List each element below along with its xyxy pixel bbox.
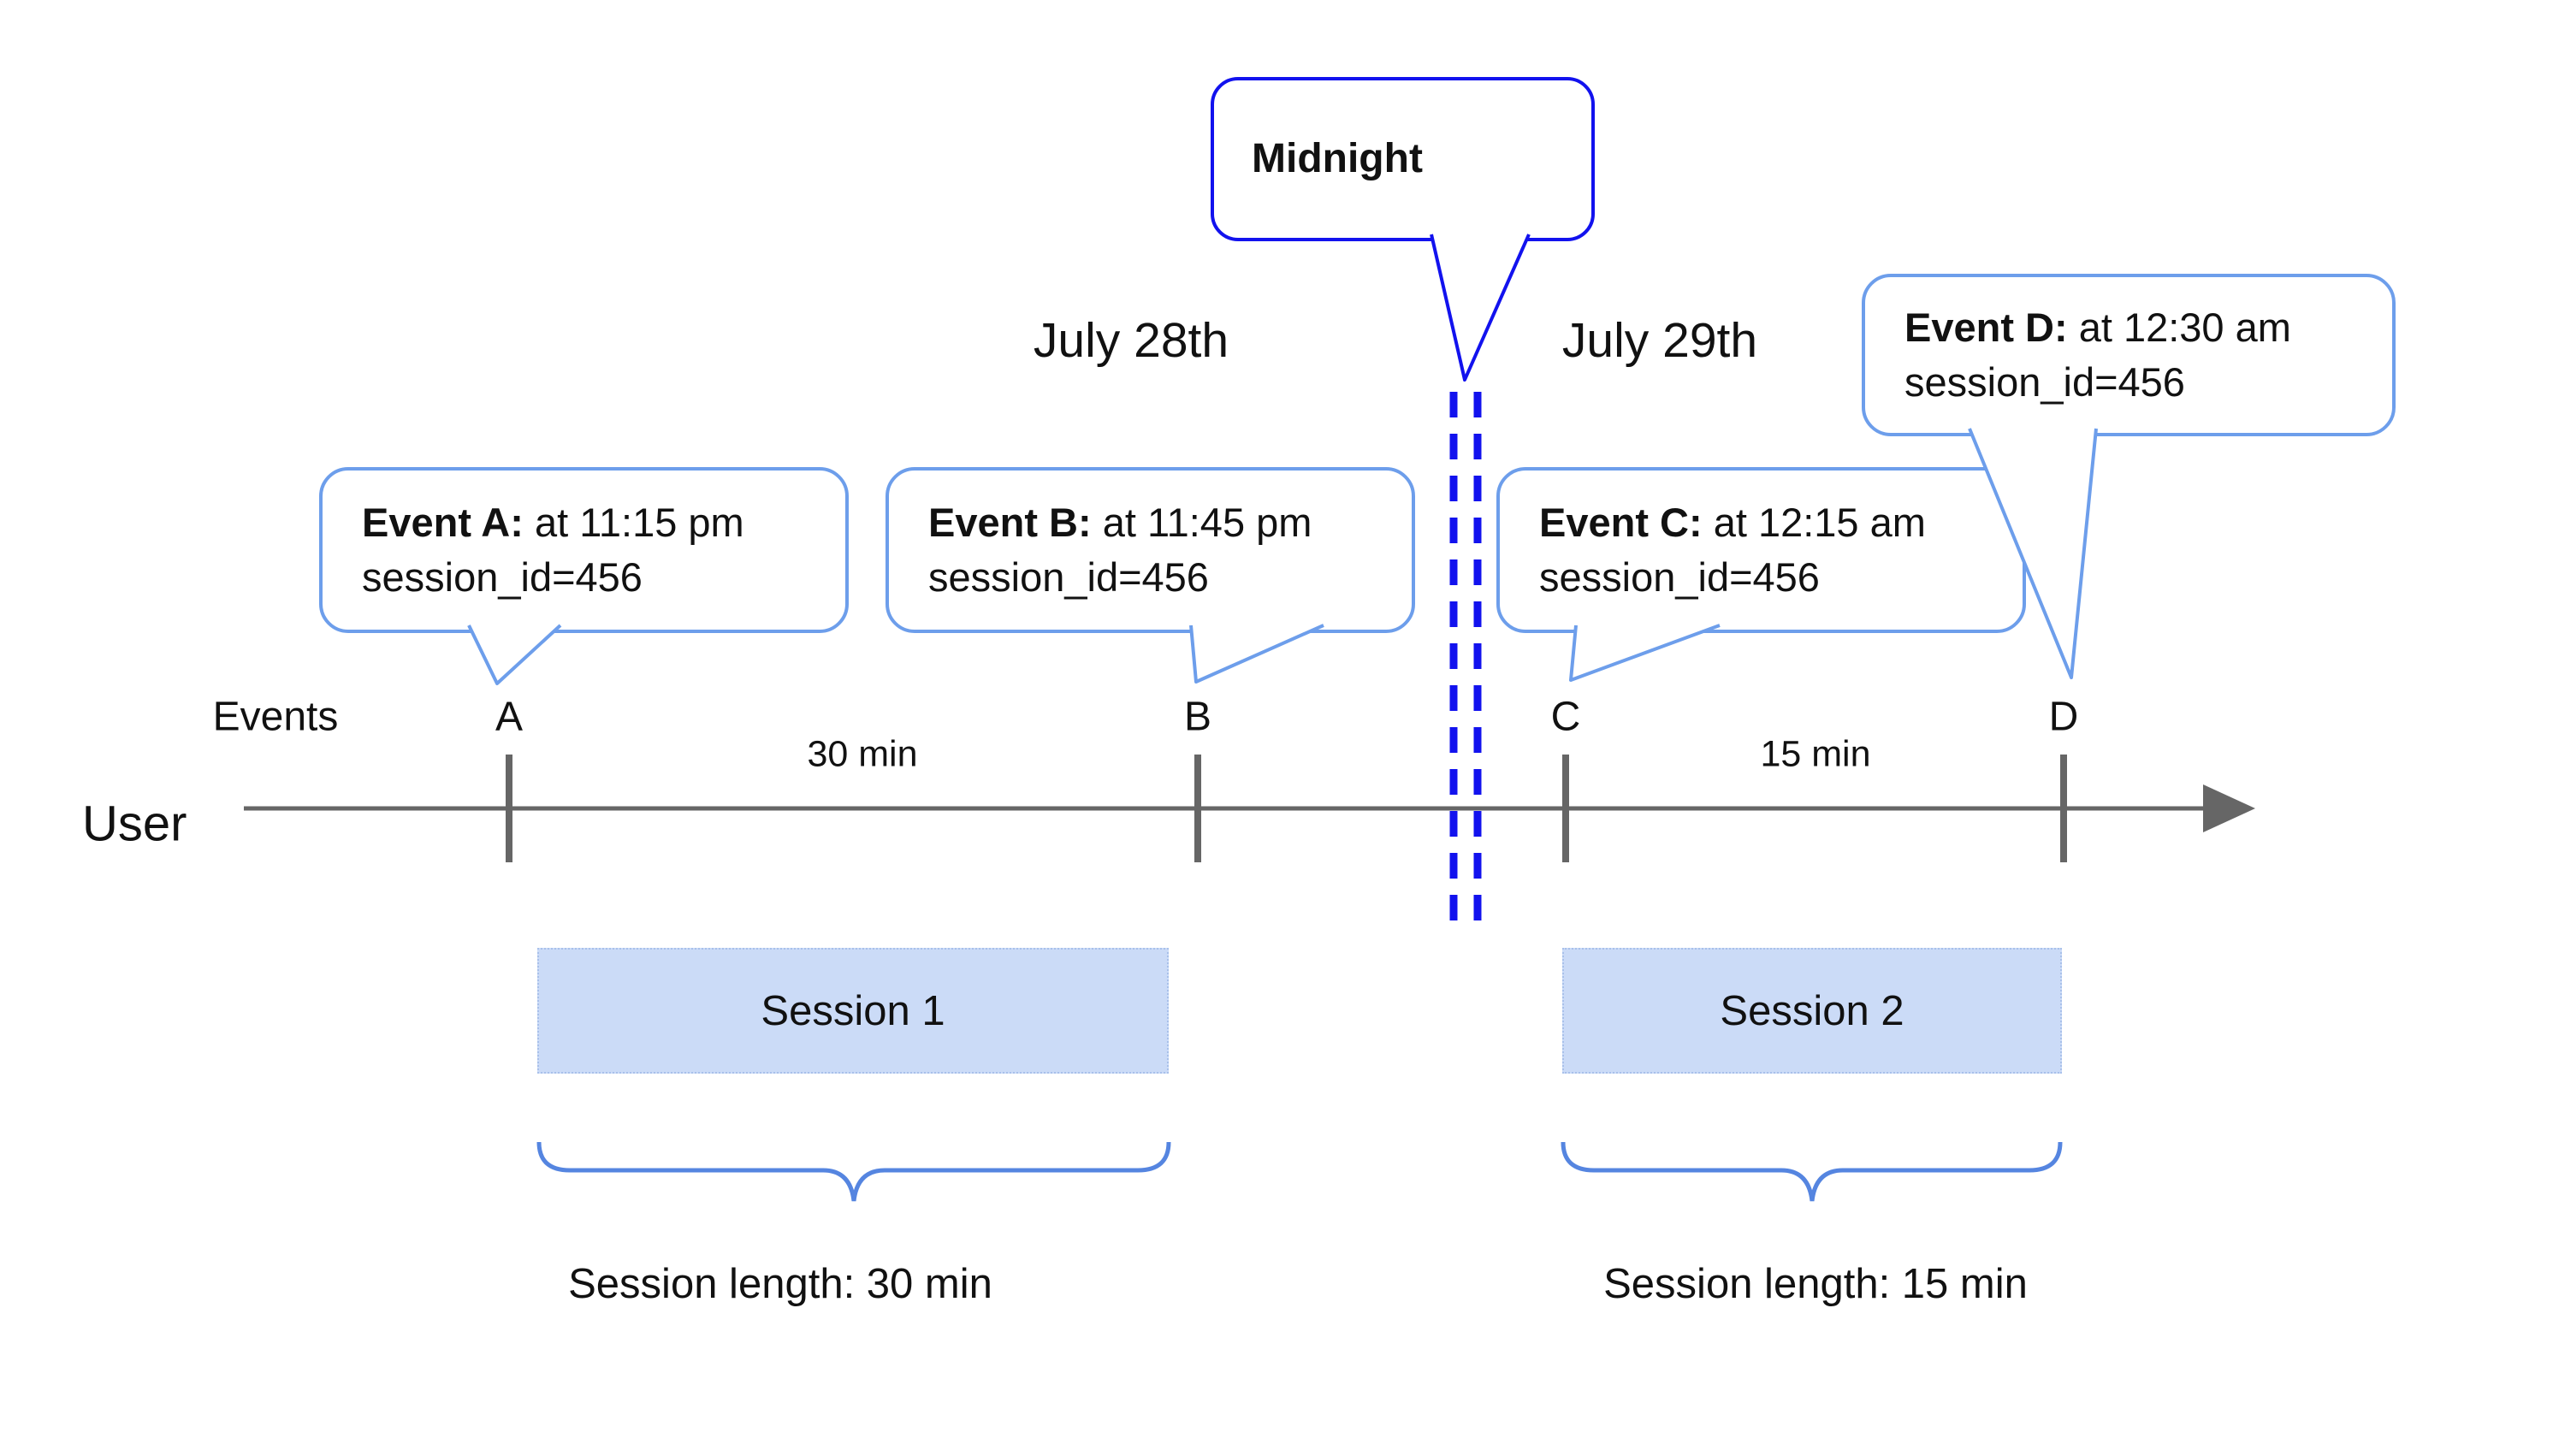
event-b-callout-bubble xyxy=(886,467,1415,633)
event-c-callout-content: Event C: at 12:15 am session_id=456 xyxy=(1498,469,2024,631)
event-d-session-id: session_id=456 xyxy=(1904,359,2185,405)
events-row-label: Events xyxy=(212,694,339,740)
event-b-callout-tail xyxy=(1189,624,1324,684)
event-a-time: at 11:15 pm xyxy=(523,500,744,545)
session-2-length-caption: Session length: 15 min xyxy=(1603,1261,2028,1307)
event-a-callout-tail xyxy=(467,624,562,685)
event-a-callout-content: Event A: at 11:15 pm session_id=456 xyxy=(321,469,847,631)
event-c-name: Event C: xyxy=(1539,500,1703,545)
date-label-july-28: July 28th xyxy=(1033,313,1229,368)
event-a-session-id: session_id=456 xyxy=(362,554,643,600)
event-c-callout-line1: Event C: at 12:15 am xyxy=(1539,495,2024,550)
event-d-callout-tail xyxy=(1968,428,2098,679)
session-1-brace xyxy=(536,1141,1171,1202)
event-b-time: at 11:45 pm xyxy=(1091,500,1312,545)
event-a-callout-bubble xyxy=(319,467,849,633)
tick-label-b: B xyxy=(1183,694,1212,740)
event-b-callout-line1: Event B: at 11:45 pm xyxy=(928,495,1413,550)
event-b-name: Event B: xyxy=(928,500,1092,545)
session-1-label: Session 1 xyxy=(761,987,945,1034)
event-d-name: Event D: xyxy=(1904,305,2068,350)
tick-label-c: C xyxy=(1550,694,1581,740)
interval-label-15-min: 15 min xyxy=(1760,733,1871,775)
tick-label-d: D xyxy=(2048,694,2079,740)
event-d-callout-line1: Event D: at 12:30 am xyxy=(1904,300,2394,355)
session-1-length-caption: Session length: 30 min xyxy=(568,1261,992,1307)
midnight-callout-label: Midnight xyxy=(1252,136,1423,181)
midnight-callout-bubble xyxy=(1211,77,1595,241)
interval-label-30-min: 30 min xyxy=(807,733,918,775)
timeline-arrowhead xyxy=(2203,784,2255,832)
event-b-callout-content: Event B: at 11:45 pm session_id=456 xyxy=(887,469,1413,631)
session-2-label: Session 2 xyxy=(1720,987,1904,1034)
event-d-time: at 12:30 am xyxy=(2067,305,2291,350)
midnight-callout-tail xyxy=(1430,234,1531,382)
session-2-brace xyxy=(1561,1141,2063,1202)
event-c-callout-tail xyxy=(1569,624,1721,682)
event-d-callout-bubble xyxy=(1862,274,2396,436)
event-a-name: Event A: xyxy=(362,500,524,545)
event-c-time: at 12:15 am xyxy=(1702,500,1926,545)
tick-label-a: A xyxy=(495,694,524,740)
user-axis-label: User xyxy=(82,796,187,852)
event-b-session-id: session_id=456 xyxy=(928,554,1209,600)
date-label-july-29: July 29th xyxy=(1561,313,1758,368)
session-1-box: Session 1 xyxy=(537,948,1169,1074)
session-2-box: Session 2 xyxy=(1562,948,2062,1074)
event-d-callout-content: Event D: at 12:30 am session_id=456 xyxy=(1863,275,2394,435)
event-a-callout-line1: Event A: at 11:15 pm xyxy=(362,495,847,550)
midnight-callout-content: Midnight xyxy=(1212,79,1593,240)
event-c-session-id: session_id=456 xyxy=(1539,554,1820,600)
